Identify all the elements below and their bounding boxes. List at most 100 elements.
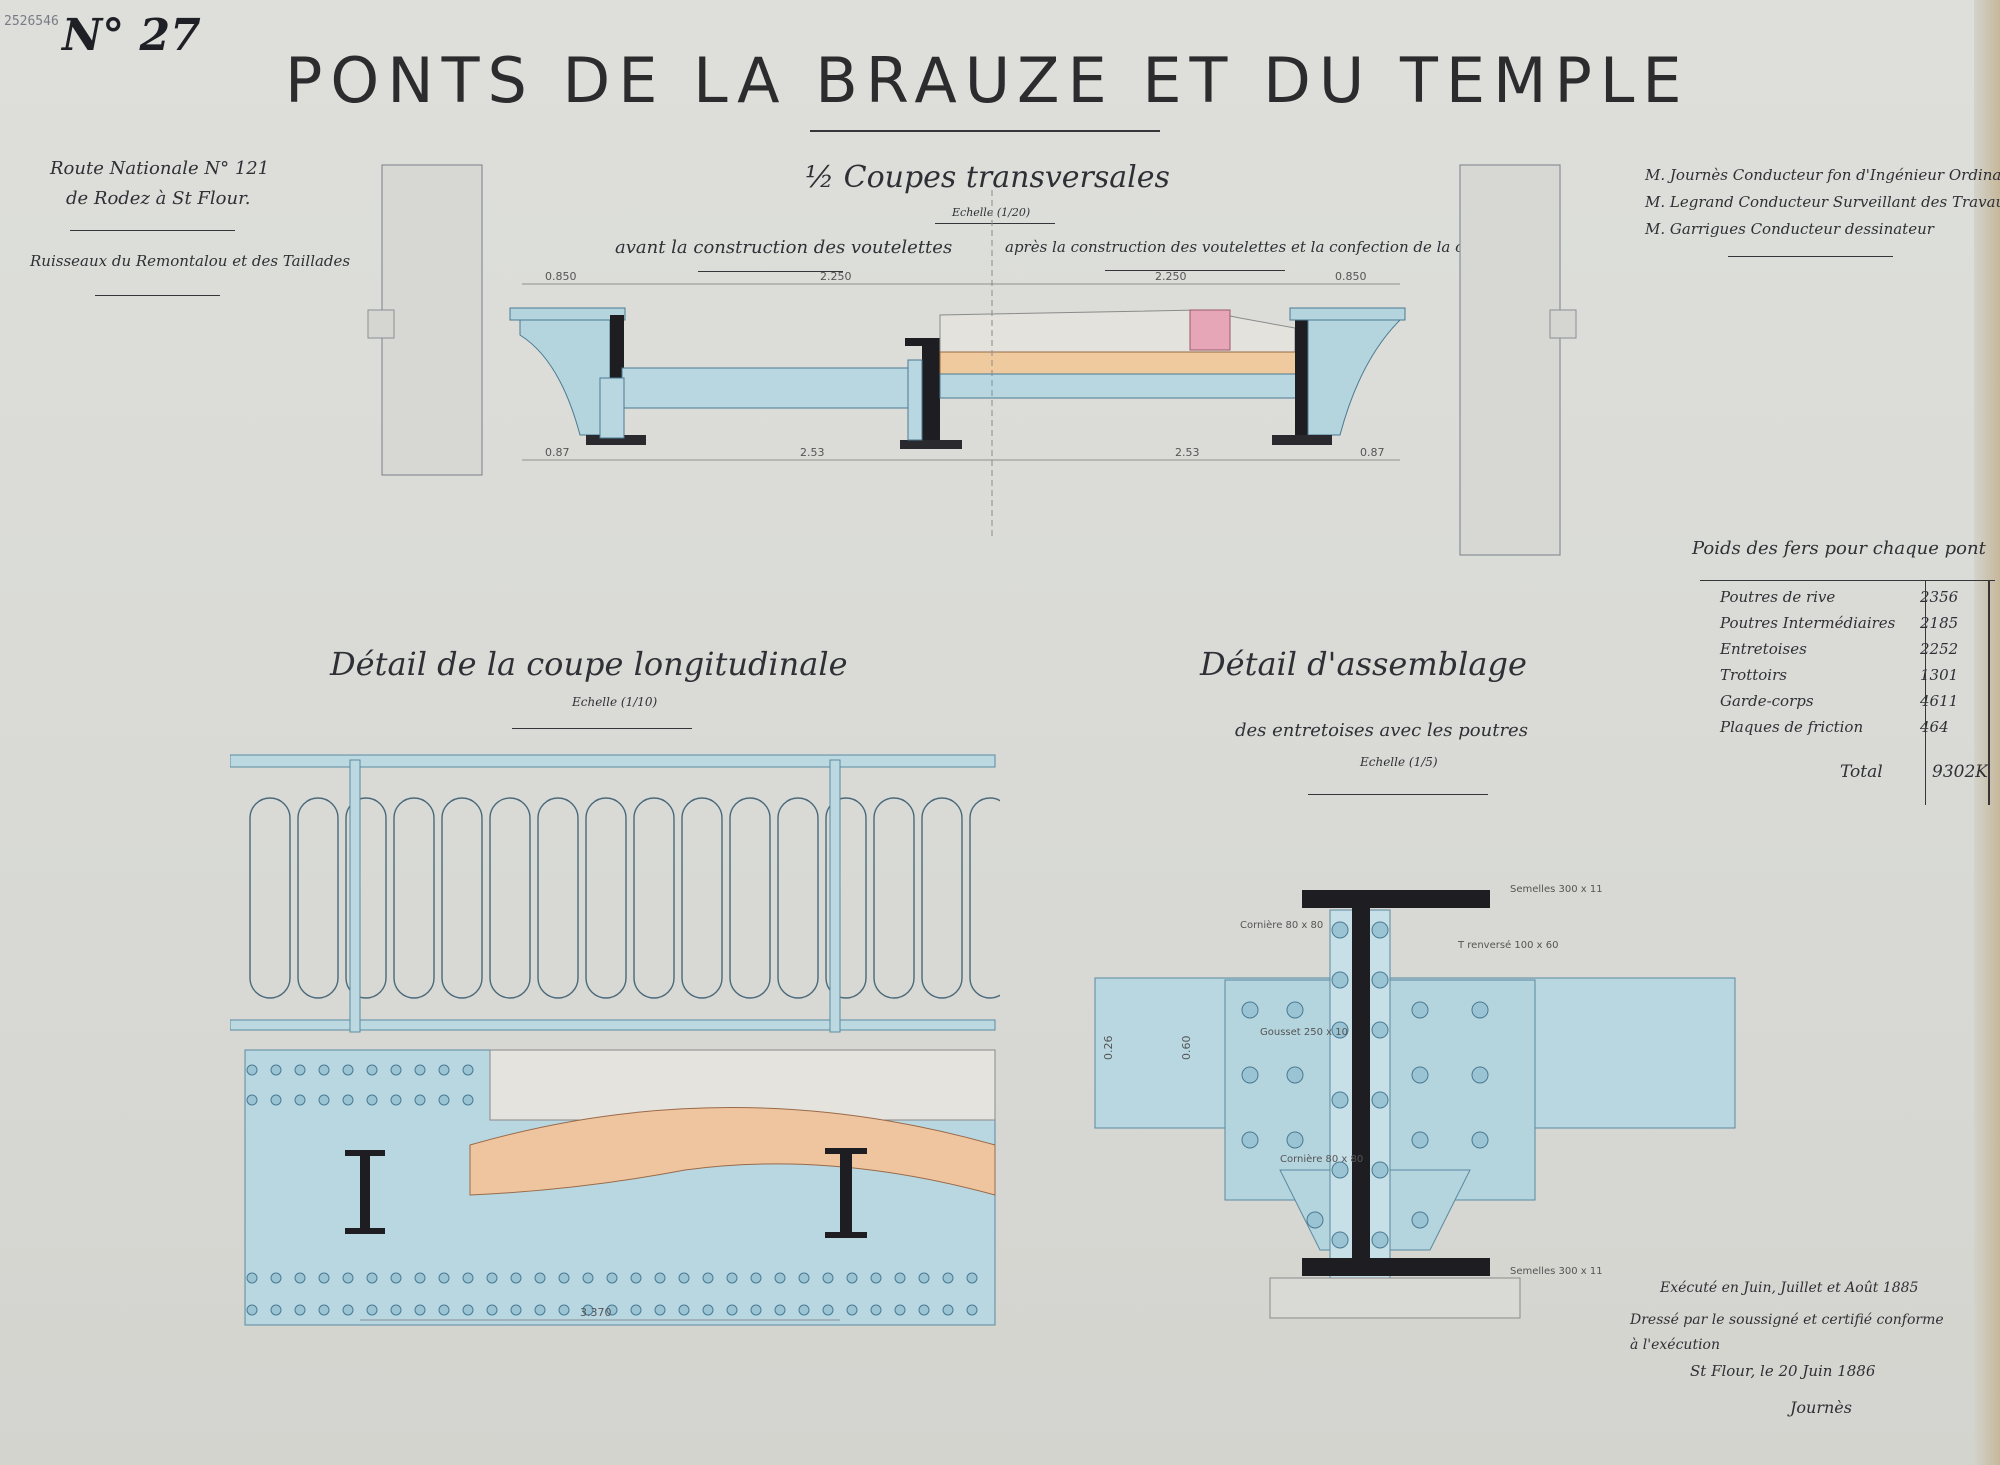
rivet <box>582 1304 594 1316</box>
left-abutment-cap <box>367 309 395 339</box>
author-line-2: M. Legrand Conducteur Surveillant des Tr… <box>1645 193 2000 211</box>
rivet <box>270 1064 282 1076</box>
left-edge-beam-base <box>586 435 646 445</box>
rivet <box>414 1094 426 1106</box>
label-tee: T renversé 100 x 60 <box>1457 939 1558 951</box>
right-edge-beam-base <box>1272 435 1332 445</box>
rivet <box>318 1272 330 1284</box>
right-edge-beam <box>1295 315 1309 437</box>
label-angle-top: Cornière 80 x 80 <box>1240 919 1323 931</box>
weights-total-label: Total <box>1840 762 1883 782</box>
rivet <box>750 1272 762 1284</box>
sheet-title: PONTS DE LA BRAUZE ET DU TEMPLE <box>285 44 1690 117</box>
rivet <box>270 1304 282 1316</box>
rivet <box>318 1064 330 1076</box>
i-beam-web <box>1352 908 1370 1258</box>
rivet <box>390 1272 402 1284</box>
title-underline <box>810 130 1160 132</box>
rivet <box>1331 1161 1349 1179</box>
large-i-beam-web <box>840 1148 852 1234</box>
rivet <box>966 1272 978 1284</box>
baluster-loop <box>441 797 483 999</box>
rivet <box>390 1064 402 1076</box>
label-gusset: Gousset 250 x 10 <box>1260 1027 1348 1038</box>
top-dim-1: 0.850 <box>545 270 577 283</box>
baluster-loop <box>297 797 339 999</box>
rivet <box>414 1064 426 1076</box>
signature-line-4: St Flour, le 20 Juin 1886 <box>1690 1362 1876 1380</box>
center-gusset-left <box>907 359 923 441</box>
right-sidewalk-plate <box>1289 307 1406 321</box>
baluster-loop <box>777 797 819 999</box>
top-flange <box>1302 890 1490 908</box>
rivet <box>1371 1161 1389 1179</box>
rivet <box>342 1064 354 1076</box>
dim-left-2: 0.60 <box>1180 1036 1193 1061</box>
rivet <box>246 1064 258 1076</box>
bottom-dim-4: 0.87 <box>1360 446 1385 459</box>
rivet <box>294 1304 306 1316</box>
rivet <box>366 1272 378 1284</box>
rivet <box>966 1304 978 1316</box>
cross-section-drawing: 0.850 2.250 2.250 0.850 0.87 2.53 2.53 0… <box>367 164 1577 556</box>
rivet <box>1411 1211 1429 1229</box>
left-crossbeam <box>621 367 923 409</box>
rivet <box>1331 1231 1349 1249</box>
weights-total-value: 9302K <box>1932 762 1988 782</box>
assembly-scale: Echelle (1/5) <box>1360 755 1438 769</box>
rivet <box>678 1272 690 1284</box>
author-rule <box>1728 256 1893 257</box>
rivet <box>1241 1066 1259 1084</box>
rivet <box>894 1272 906 1284</box>
baluster-loop <box>825 797 867 999</box>
rivet <box>1331 1021 1349 1039</box>
label-bottom-flange: Semelles 300 x 11 <box>1510 1266 1603 1277</box>
right-abutment <box>1459 164 1561 556</box>
rivet <box>342 1272 354 1284</box>
rivet <box>366 1304 378 1316</box>
route-rule-1 <box>70 230 235 231</box>
rivet <box>558 1272 570 1284</box>
handrail <box>230 754 996 768</box>
assembly-subtitle: des entretoises avec les poutres <box>1235 720 1528 741</box>
right-bracket <box>1307 319 1402 436</box>
rivet <box>438 1304 450 1316</box>
rivet <box>702 1272 714 1284</box>
route-line-1: Route Nationale N° 121 <box>50 158 270 179</box>
rivet <box>1286 1001 1304 1019</box>
rivet <box>246 1304 258 1316</box>
rivet <box>366 1094 378 1106</box>
paper-edge <box>1974 0 2000 1465</box>
curb-stone <box>1189 309 1231 351</box>
rivet <box>678 1304 690 1316</box>
rivet <box>726 1304 738 1316</box>
route-rule-2 <box>95 295 220 296</box>
rivet <box>654 1304 666 1316</box>
top-dim-2: 2.250 <box>820 270 852 283</box>
right-abutment-cap <box>1549 309 1577 339</box>
rivet <box>1371 921 1389 939</box>
rivet <box>870 1272 882 1284</box>
rivet <box>1411 1131 1429 1149</box>
left-bracket <box>519 319 611 436</box>
sheet-number: N° 27 <box>62 10 201 61</box>
rivet <box>462 1064 474 1076</box>
rivet <box>534 1272 546 1284</box>
rivet <box>1286 1131 1304 1149</box>
rivet <box>390 1304 402 1316</box>
bottom-dim-2: 2.53 <box>800 446 825 459</box>
baluster-loop <box>489 797 531 999</box>
longitudinal-scale: Echelle (1/10) <box>572 695 658 709</box>
baluster-loop <box>633 797 675 999</box>
assembly-rule <box>1308 794 1488 795</box>
rivet <box>1331 1091 1349 1109</box>
rivet <box>1241 1001 1259 1019</box>
rivet <box>438 1272 450 1284</box>
rivet <box>942 1272 954 1284</box>
center-beam-top-flange <box>905 338 957 346</box>
rivet <box>318 1094 330 1106</box>
rivet <box>1411 1001 1429 1019</box>
